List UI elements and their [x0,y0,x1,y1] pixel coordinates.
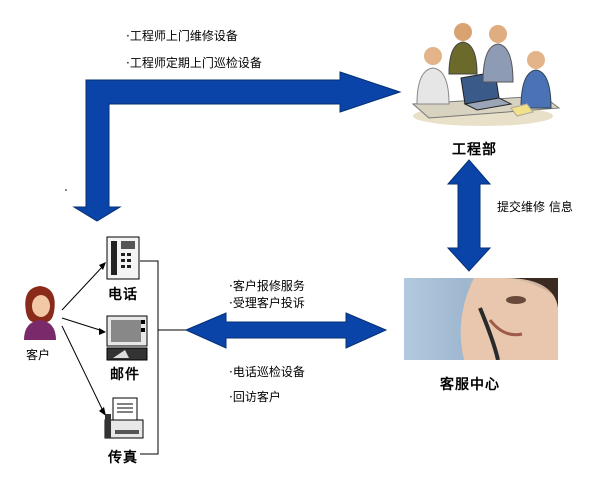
service-item-4: ·受理客户投诉 [229,296,305,310]
people-meeting-icon [411,23,561,126]
customer-avatar [16,282,64,340]
submit-repair-label: 提交维修 信息 [497,200,573,214]
service-item-2: ·工程师定期上门巡检设备 [126,56,262,70]
headset-agent-icon [460,278,558,360]
customer-channel-lines [61,264,105,414]
service-item-3: ·客户报修服务 [229,279,305,293]
channel-bracket [140,260,186,455]
service-item-1: ·工程师上门维修设备 [126,29,238,43]
fax-device [103,396,145,442]
engineering-service-arrow [446,159,492,272]
service-item-5: ·电话巡检设备 [229,365,305,379]
mail-icon [106,315,148,361]
customer-service-photo [404,278,558,360]
customer-service-label: 客服中心 [440,377,500,393]
engineering-label: 工程部 [452,142,497,158]
customer-label: 客户 [26,348,51,362]
fax-label: 传真 [108,450,138,466]
customer-channel-arrowheads [99,262,106,416]
fax-icon [104,397,144,439]
service-item-6: ·回访客户 [229,390,281,404]
mail-device [105,314,149,362]
phone-icon [106,236,140,280]
channels-service-arrow [184,312,388,349]
engineers-illustration [403,12,563,132]
woman-avatar-icon [24,286,56,340]
phone-device [105,235,141,281]
phone-label: 电话 [108,287,138,303]
engineer-to-customer-arrow [72,71,402,222]
mail-label: 邮件 [110,367,140,383]
